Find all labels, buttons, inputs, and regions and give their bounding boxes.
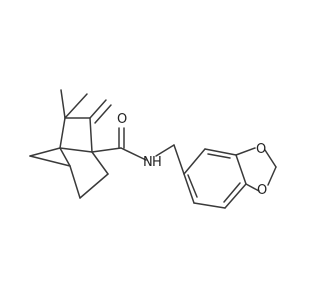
bond-ring-to-oxygen-top — [235, 147, 256, 156]
bond-benzene-2 — [204, 148, 237, 156]
bond-gem-methyl-1 — [60, 89, 66, 119]
amide-oxygen-label: O — [117, 112, 127, 127]
bond-gem-methyl-2 — [64, 93, 88, 119]
bond-bridgehead-to-carbonyl — [91, 147, 122, 153]
bond-lines — [29, 89, 277, 209]
molecule-structure-diagram: O N H O O — [29, 89, 277, 209]
bond-carbonyl-to-nitrogen — [120, 147, 147, 161]
bond-ch2-to-oxygen-bottom — [267, 166, 277, 186]
bond-bridge-left-lower — [29, 155, 71, 167]
bond-bridge-left — [29, 147, 61, 157]
bond-benzene-4 — [224, 183, 247, 209]
bond-lower-ring-right — [91, 151, 109, 175]
bond-methylene-double-1 — [89, 99, 107, 119]
bond-methylene-double-2 — [94, 104, 112, 124]
amide-hydrogen-label: H — [152, 155, 162, 170]
bond-benzene-inner-3 — [187, 174, 198, 198]
bond-benzene-1 — [183, 148, 206, 175]
dioxole-oxygen-bottom-label: O — [257, 183, 267, 198]
bond-methylene-carbon-to-bridgehead-right — [89, 117, 93, 153]
bond-benzene-5 — [193, 202, 226, 209]
bond-lower-ring-bottom — [79, 173, 109, 199]
atom-labels: O N H O O — [117, 112, 267, 198]
bond-lower-ring-left — [69, 165, 81, 199]
bond-benzene-3 — [235, 154, 247, 185]
bond-gem-carbon-to-bridgehead-left — [59, 117, 66, 149]
bond-bridgehead-bridge — [59, 147, 93, 153]
bond-benzene-inner-1 — [207, 153, 231, 159]
bond-nitrogen-to-ch2 — [155, 144, 175, 157]
amide-nitrogen-label: N — [143, 155, 153, 170]
bond-benzene-6 — [183, 173, 195, 204]
bond-ch2-to-ring — [173, 144, 185, 175]
bond-benzene-inner-2 — [223, 182, 241, 203]
dioxole-oxygen-top-label: O — [256, 142, 266, 157]
bond-oxygen-top-to-ch2 — [264, 149, 277, 168]
bond-bridge-top-left — [59, 147, 71, 167]
bond-oxygen-bottom-to-ring — [245, 183, 260, 192]
